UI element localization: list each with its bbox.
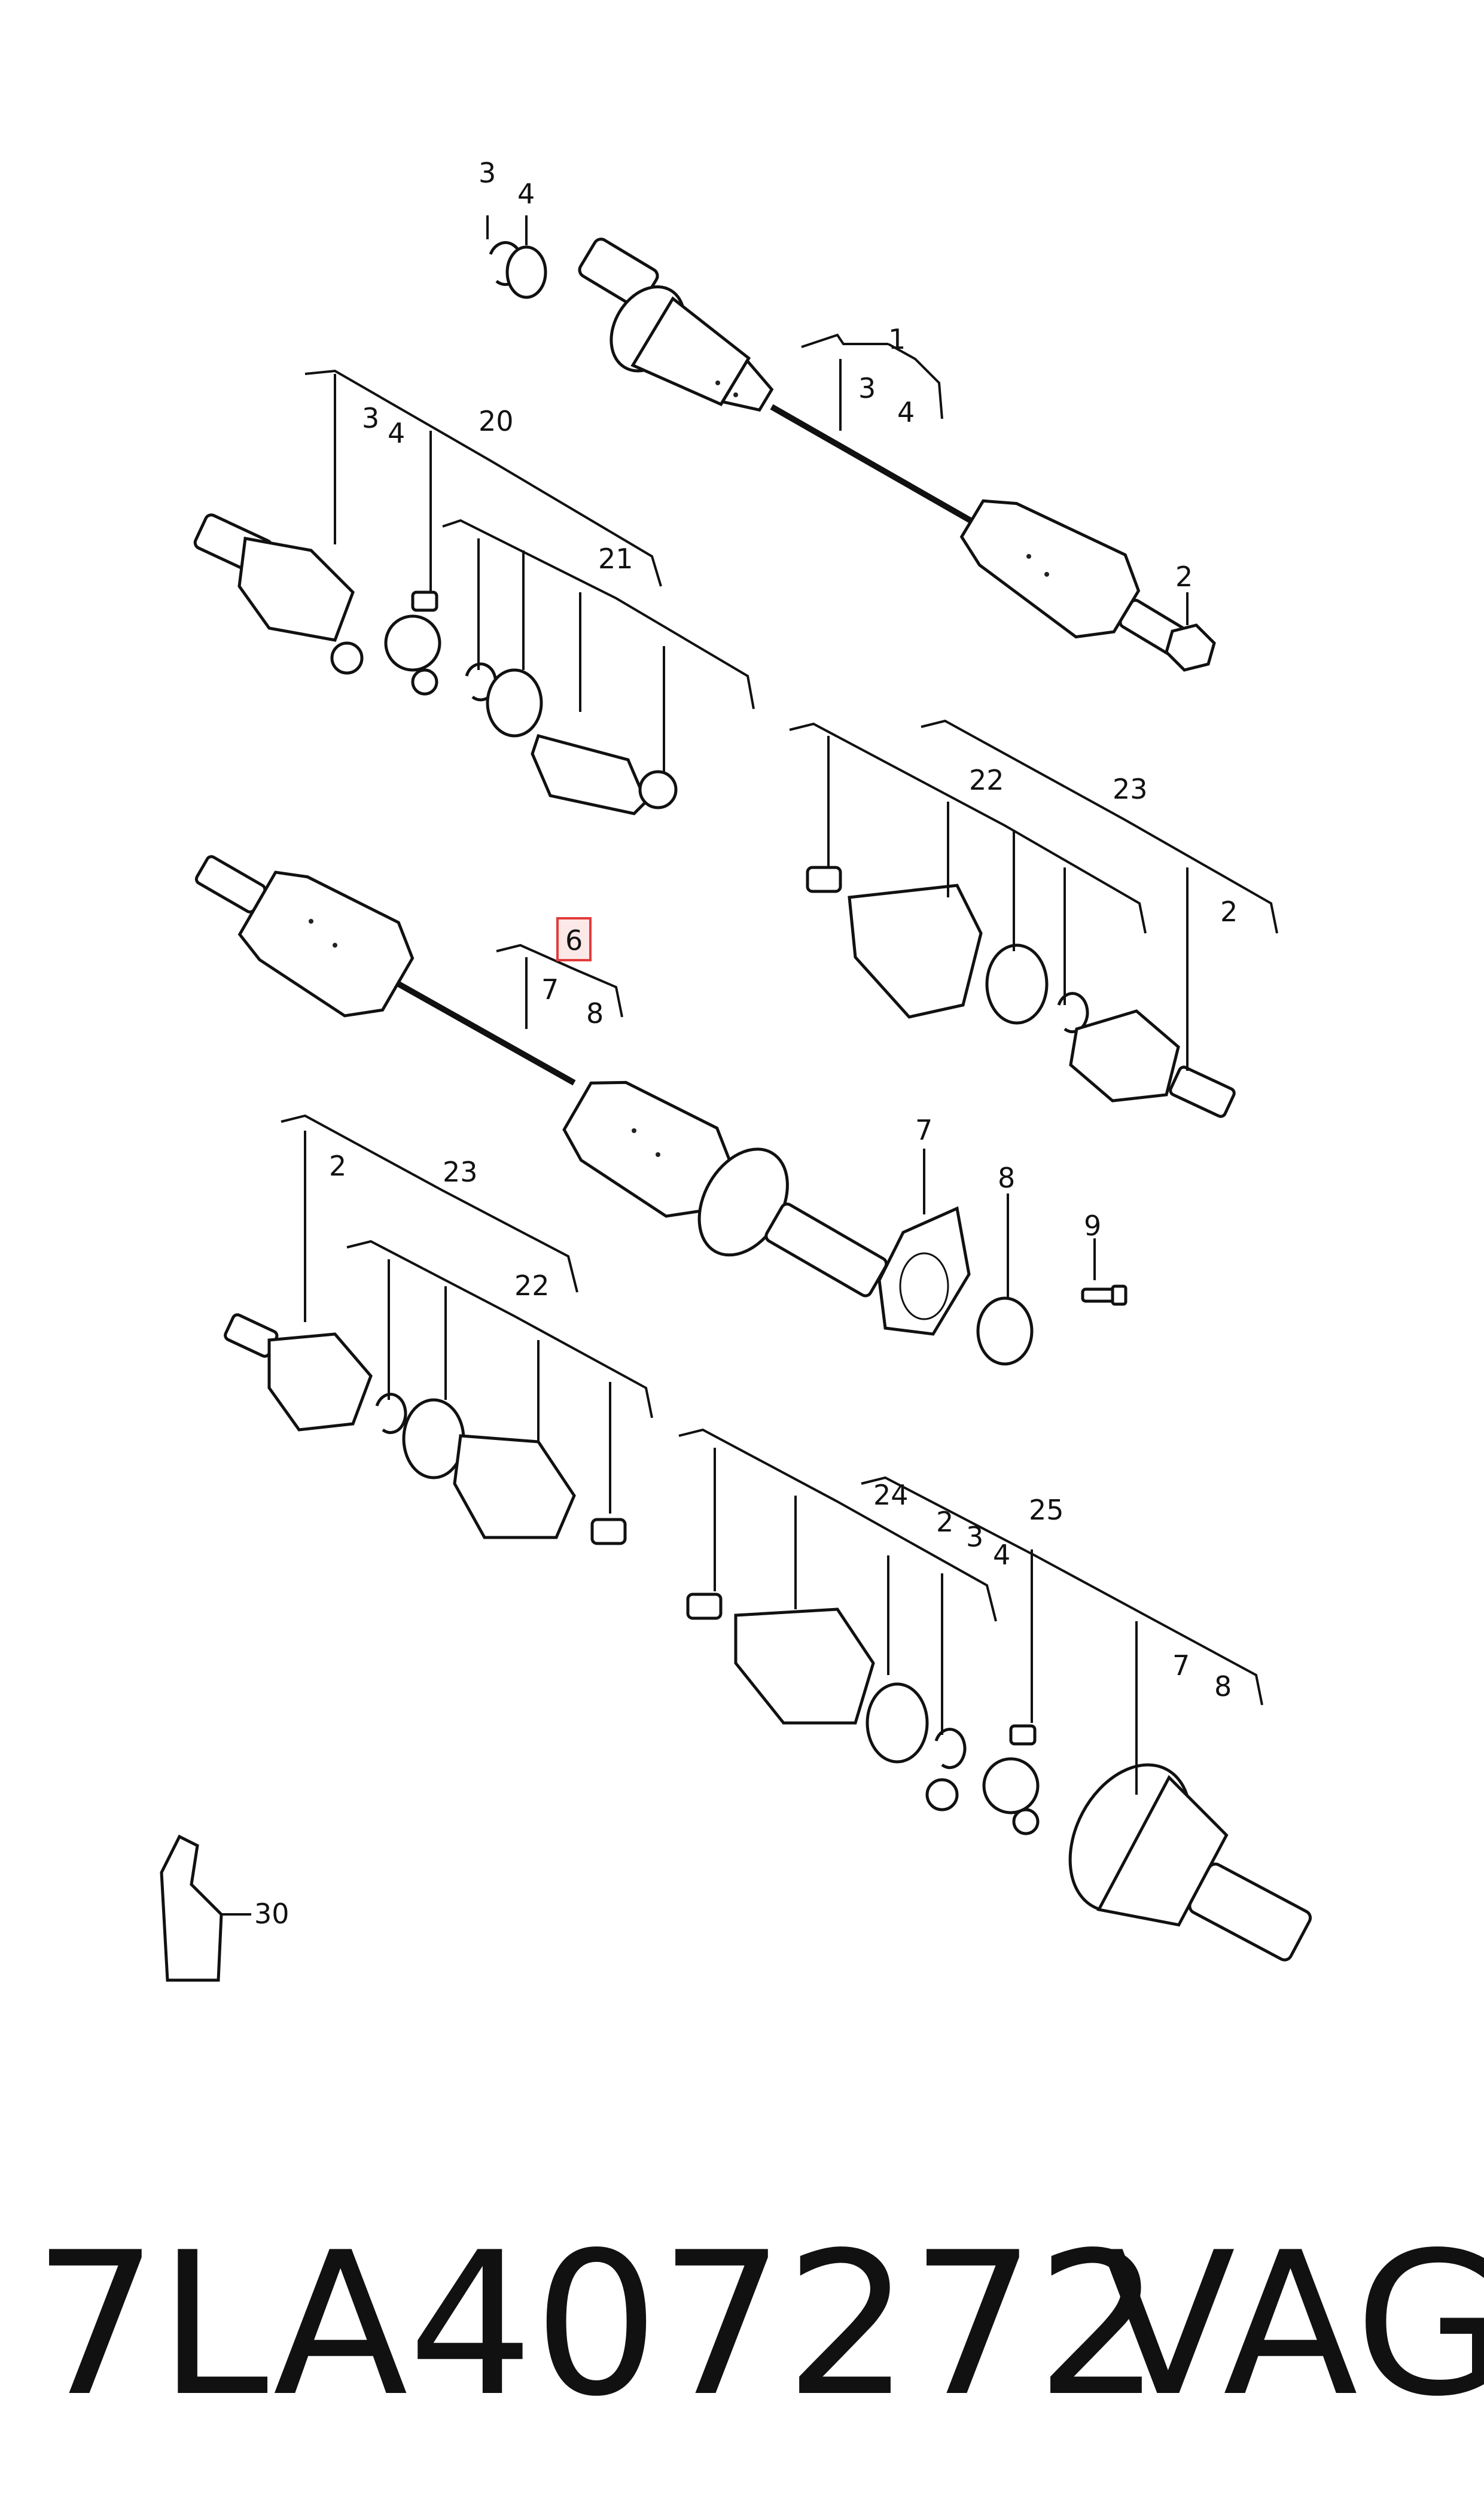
callout-label: 3	[362, 402, 379, 434]
joint-kit-right-lower	[686, 1593, 1312, 1962]
highlight-box-6	[556, 917, 592, 961]
joint-kit-right-middle	[806, 866, 1236, 1118]
callout-label: 2	[936, 1506, 953, 1538]
callout-label: 2	[329, 1150, 346, 1182]
callout-label: 2	[1220, 896, 1238, 928]
callout-label: 8	[586, 997, 604, 1030]
brand-label: VAG	[1101, 2210, 1484, 2440]
callout-label: 23	[1113, 773, 1148, 805]
callout-label: 4	[897, 396, 915, 428]
seal-8	[976, 1296, 1034, 1366]
callout-label: 4	[388, 417, 405, 449]
drive-shaft-main	[194, 855, 888, 1298]
callout-label: 4	[517, 178, 535, 210]
callout-label: 23	[443, 1156, 478, 1188]
bearing-bracket-7	[877, 1206, 971, 1336]
grease-tube-30	[160, 1834, 223, 1982]
callout-labels: 3 4 1 3 4 2 3 4 20 21 22 23 2 6 7 8 7 8 …	[254, 157, 1238, 1930]
callout-label: 2	[1175, 561, 1193, 593]
callout-label: 4	[993, 1539, 1010, 1571]
callout-label: 25	[1029, 1494, 1064, 1526]
callout-label: 3	[966, 1521, 983, 1553]
callout-label: 9	[1084, 1210, 1101, 1242]
leader-lines	[221, 215, 1278, 1916]
callout-label: 7	[1172, 1649, 1190, 1682]
callout-label: 22	[969, 764, 1004, 796]
nut-2	[1165, 623, 1216, 672]
joint-kit-left-lower	[224, 1313, 627, 1545]
callout-label: 8	[998, 1162, 1015, 1194]
callout-label: 1	[888, 323, 906, 355]
callout-label: 3	[479, 157, 496, 189]
callout-label: 22	[514, 1269, 550, 1302]
callout-label-highlighted: 6	[565, 924, 583, 957]
callout-label: 24	[873, 1479, 909, 1511]
joint-kit-upper-left	[193, 513, 678, 815]
callout-label: 3	[858, 372, 876, 404]
ring-4	[505, 245, 547, 299]
callout-label: 7	[541, 973, 559, 1006]
callout-label: 20	[479, 405, 514, 437]
callout-label: 21	[598, 543, 633, 575]
part-number: 7LA407272	[33, 2210, 1162, 2440]
bolt-9	[1081, 1284, 1128, 1306]
callout-label: 8	[1214, 1670, 1232, 1703]
drive-shaft-top	[578, 238, 1196, 661]
callout-label: 30	[254, 1898, 290, 1930]
callout-label: 7	[915, 1114, 933, 1146]
